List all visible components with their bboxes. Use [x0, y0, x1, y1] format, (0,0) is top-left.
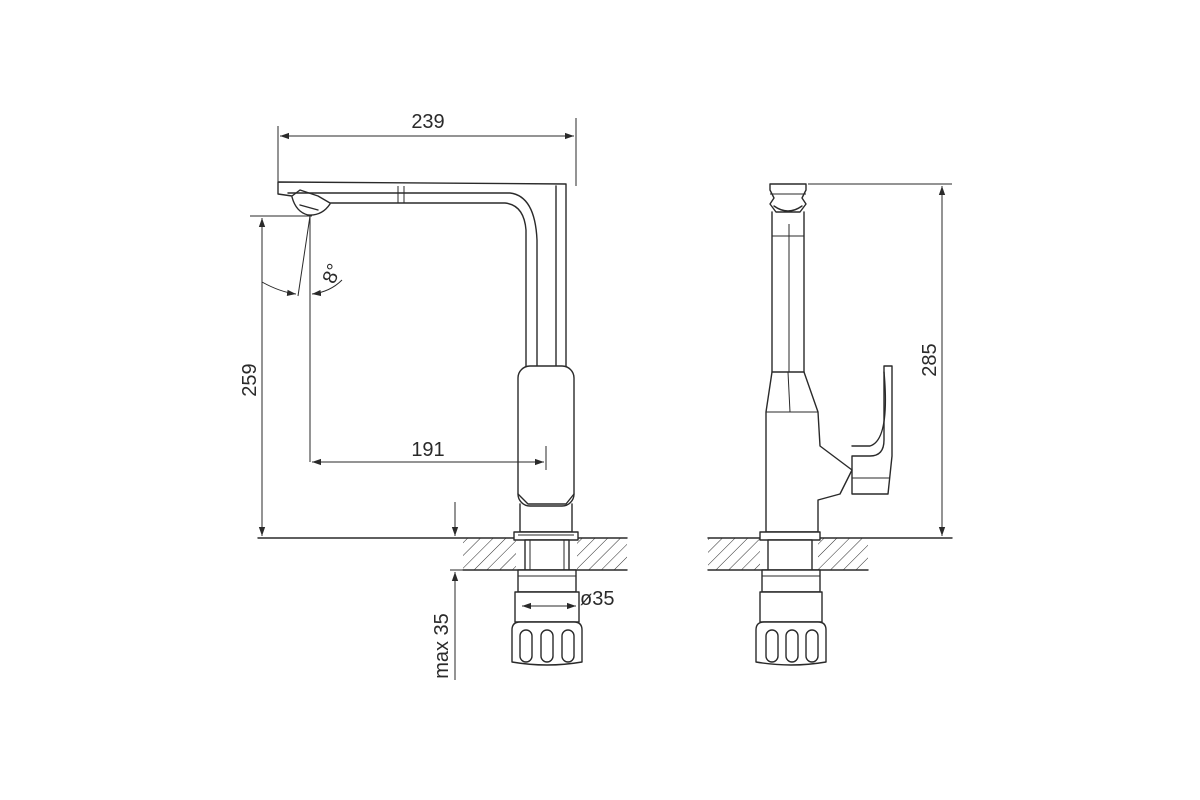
dim-191: 191: [312, 439, 547, 470]
dim-max-35: max 35: [431, 502, 463, 680]
dim-label-angle: 8°: [319, 261, 347, 287]
dim-angle: 8°: [261, 215, 347, 462]
front-countertop: [257, 537, 628, 571]
dim-label-191: 191: [411, 439, 444, 461]
dim-label-285: 285: [919, 343, 941, 376]
front-view: 239 259 8° 191 ø35: [239, 111, 628, 680]
dim-label-diameter: ø35: [580, 588, 614, 610]
side-mounting-assembly: [755, 539, 827, 666]
dim-285: 285: [808, 183, 952, 536]
front-mounting-assembly: [511, 539, 583, 666]
dim-label-max-35: max 35: [431, 613, 453, 679]
dim-259: 259: [239, 215, 312, 536]
front-faucet-body: [277, 181, 579, 541]
side-faucet-body: [759, 183, 893, 541]
dim-label-259: 259: [239, 363, 261, 396]
dim-label-239: 239: [411, 111, 444, 133]
dim-diameter: ø35: [522, 588, 614, 610]
side-view: 285: [707, 183, 953, 666]
dim-239: 239: [277, 111, 577, 186]
side-countertop: [707, 537, 953, 571]
